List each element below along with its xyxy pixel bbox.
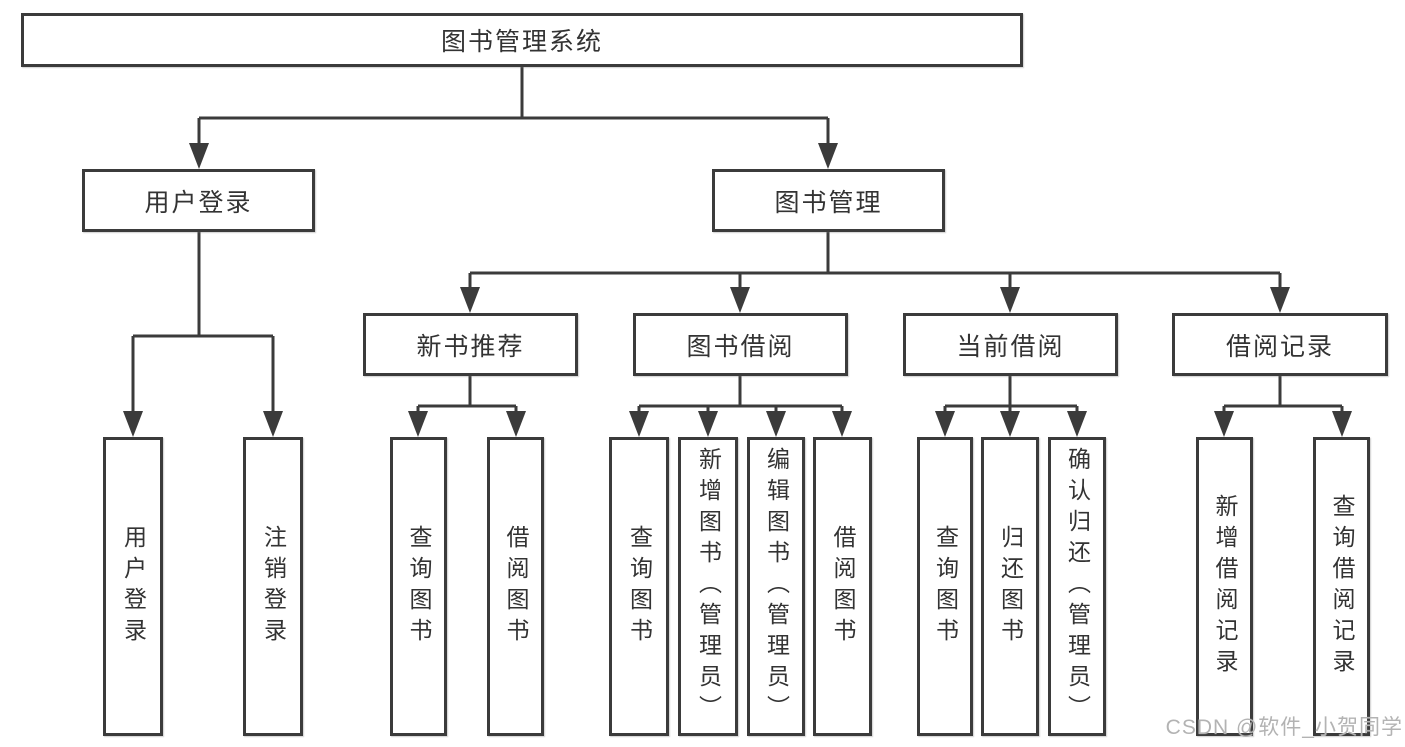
arrowhead-icon (1214, 411, 1234, 437)
leaf-borrow-books-recommend: 借阅图书 (487, 437, 544, 736)
arrowhead-icon (408, 411, 428, 437)
leaf-query-books-current: 查询图书 (917, 437, 973, 736)
node-user-login: 用户登录 (82, 169, 315, 232)
leaf-logout: 注销登录 (243, 437, 303, 736)
leaf-return-book: 归还图书 (981, 437, 1039, 736)
arrowhead-icon (818, 143, 838, 169)
leaf-label: 归还图书 (997, 524, 1024, 649)
arrowhead-icon (1000, 411, 1020, 437)
arrowhead-icon (506, 411, 526, 437)
leaf-query-borrow-record: 查询借阅记录 (1313, 437, 1370, 736)
leaf-label: 编辑图书（管理员） (763, 447, 790, 726)
leaf-label: 新增借阅记录 (1212, 493, 1238, 680)
arrowhead-icon (1270, 287, 1290, 313)
leaf-label: 新增图书（管理员） (695, 447, 722, 726)
leaf-label: 借阅图书 (503, 524, 529, 649)
arrowhead-icon (1000, 287, 1020, 313)
node-library-management-system: 图书管理系统 (21, 13, 1023, 67)
node-borrow-records: 借阅记录 (1172, 313, 1388, 376)
arrowhead-icon (1332, 411, 1352, 437)
arrowhead-icon (123, 411, 143, 437)
leaf-label: 查询借阅记录 (1329, 493, 1355, 680)
arrowhead-icon (730, 287, 750, 313)
arrowhead-icon (1067, 411, 1087, 437)
leaf-label: 查询图书 (406, 524, 432, 649)
leaf-add-borrow-record: 新增借阅记录 (1196, 437, 1253, 736)
leaf-label: 查询图书 (626, 524, 653, 649)
leaf-label: 注销登录 (260, 524, 287, 649)
leaf-edit-book-admin: 编辑图书（管理员） (747, 437, 805, 736)
arrowhead-icon (629, 411, 649, 437)
node-new-book-recommend: 新书推荐 (363, 313, 578, 376)
leaf-borrow-books: 借阅图书 (813, 437, 872, 736)
arrowhead-icon (189, 143, 209, 169)
arrowhead-icon (832, 411, 852, 437)
leaf-add-book-admin: 新增图书（管理员） (678, 437, 738, 736)
node-book-borrow: 图书借阅 (633, 313, 848, 376)
leaf-confirm-return-admin: 确认归还（管理员） (1048, 437, 1106, 736)
node-current-borrow: 当前借阅 (903, 313, 1118, 376)
csdn-watermark: CSDN @软件_小贺同学 (1165, 716, 1403, 739)
arrowhead-icon (935, 411, 955, 437)
node-book-management: 图书管理 (712, 169, 945, 232)
arrowhead-icon (460, 287, 480, 313)
leaf-query-books-borrow: 查询图书 (609, 437, 669, 736)
leaf-label: 借阅图书 (830, 524, 856, 649)
leaf-query-books-recommend: 查询图书 (390, 437, 447, 736)
leaf-label: 用户登录 (120, 524, 147, 649)
arrowhead-icon (698, 411, 718, 437)
leaf-label: 确认归还（管理员） (1064, 447, 1091, 726)
leaf-user-login: 用户登录 (103, 437, 163, 736)
arrowhead-icon (766, 411, 786, 437)
arrowhead-icon (263, 411, 283, 437)
leaf-label: 查询图书 (932, 524, 959, 649)
